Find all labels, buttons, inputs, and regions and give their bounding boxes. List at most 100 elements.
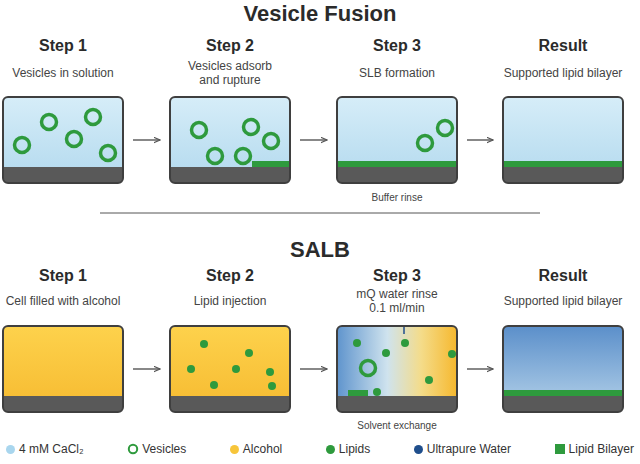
- legend: 4 mM CaCl₂ Vesicles Alcohol Lipids Ultrapure…: [0, 441, 640, 457]
- panel-art: [3, 326, 123, 412]
- substrate: [3, 167, 123, 183]
- vesicles: [192, 120, 279, 164]
- legend-text: Lipid Bilayer: [569, 441, 634, 457]
- substrate: [337, 167, 457, 183]
- lipids: [187, 340, 276, 390]
- step-arrow: [467, 139, 493, 140]
- step-heading: Step 2: [150, 266, 310, 286]
- substrate: [3, 396, 123, 412]
- inflow-mark: [403, 327, 405, 334]
- buffer-fill: [503, 97, 623, 183]
- vesicles: [418, 121, 453, 151]
- panel-border: [170, 326, 290, 412]
- diagram-title: Vesicle Fusion: [0, 2, 640, 26]
- panel-art: [3, 97, 123, 183]
- panel-border: [337, 326, 457, 412]
- panel-art: [337, 97, 457, 183]
- separator-line: [100, 213, 540, 214]
- vesicle: [361, 361, 376, 376]
- legend-text: 4 mM CaCl₂: [19, 441, 84, 457]
- step-arrow: [300, 139, 327, 140]
- legend-swatch: [6, 445, 15, 454]
- vesicles: [15, 110, 116, 161]
- step-heading: Result: [483, 266, 640, 286]
- substrate: [337, 396, 457, 412]
- step-panel: ResultSupported lipid bilayer: [503, 36, 623, 183]
- panel-art: [170, 97, 290, 183]
- legend-item: Lipid Bilayer: [555, 441, 634, 457]
- legend-swatch: [230, 445, 239, 454]
- legend-swatch: [326, 445, 335, 454]
- alcohol-fill: [3, 326, 123, 412]
- substrate: [503, 396, 623, 412]
- step-description: mQ water rinse 0.1 ml/min: [350, 287, 445, 315]
- legend-swatch: [555, 444, 565, 454]
- panel-border: [503, 97, 623, 183]
- alcohol-fill: [170, 326, 290, 412]
- step-note: Buffer rinse: [372, 192, 423, 204]
- lipid-bilayer: [504, 390, 622, 396]
- lipid-bilayer: [504, 161, 622, 167]
- step-panel: Step 1Cell filled with alcohol: [3, 266, 123, 412]
- step-panel: Step 1Vesicles in solution: [3, 36, 123, 183]
- step-panel: Step 3SLB formation: [337, 36, 457, 183]
- substrate: [503, 167, 623, 183]
- buffer-fill: [3, 97, 123, 183]
- step-heading: Result: [483, 36, 640, 56]
- legend-item: Vesicles: [127, 441, 186, 457]
- step-description: Supported lipid bilayer: [488, 294, 638, 308]
- panel-border: [170, 97, 290, 183]
- panel-art: [170, 326, 290, 412]
- section-title: SALB: [290, 238, 350, 262]
- step-description: Vesicles adsorb and rupture: [180, 59, 280, 87]
- solvent-mix-fill: [337, 326, 457, 412]
- bilayer-patch: [348, 390, 368, 396]
- panel-art: [337, 326, 457, 412]
- step-panel: Step 3mQ water rinse 0.1 ml/min: [337, 266, 457, 412]
- substrate: [170, 167, 290, 183]
- step-heading: Step 1: [0, 36, 143, 56]
- legend-text: Alcohol: [243, 441, 282, 457]
- vesicle-ring: [129, 445, 137, 453]
- buffer-fill: [170, 97, 290, 183]
- step-description: Cell filled with alcohol: [0, 294, 138, 308]
- panel-border: [503, 326, 623, 412]
- step-arrow: [300, 368, 327, 369]
- step-arrow: [133, 368, 160, 369]
- legend-swatch: [127, 443, 139, 455]
- buffer-fill: [337, 97, 457, 183]
- panel-border: [3, 97, 123, 183]
- step-description: SLB formation: [322, 66, 472, 80]
- legend-item: Ultrapure Water: [414, 441, 511, 457]
- panel-border: [337, 97, 457, 183]
- step-panel: ResultSupported lipid bilayer: [503, 266, 623, 412]
- panel-art: [503, 326, 623, 412]
- legend-text: Lipids: [339, 441, 370, 457]
- legend-text: Vesicles: [142, 441, 186, 457]
- water-fill: [503, 326, 623, 412]
- lipid-bilayer: [338, 161, 456, 167]
- legend-item: 4 mM CaCl₂: [6, 441, 84, 457]
- panel-border: [3, 326, 123, 412]
- legend-swatch: [414, 445, 423, 454]
- step-panel: Step 2Lipid injection: [170, 266, 290, 412]
- legend-text: Ultrapure Water: [427, 441, 511, 457]
- step-note: Solvent exchange: [357, 420, 437, 432]
- step-heading: Step 1: [0, 266, 143, 286]
- legend-item: Lipids: [326, 441, 370, 457]
- substrate: [170, 396, 290, 412]
- legend-item: Alcohol: [230, 441, 282, 457]
- step-arrow: [467, 368, 493, 369]
- lipids: [353, 339, 456, 396]
- step-description: Lipid injection: [155, 294, 305, 308]
- step-description: Supported lipid bilayer: [488, 66, 638, 80]
- step-heading: Step 3: [317, 36, 477, 56]
- step-arrow: [133, 139, 160, 140]
- panel-art: [503, 97, 623, 183]
- bilayer-patch: [252, 161, 289, 167]
- step-heading: Step 2: [150, 36, 310, 56]
- step-panel: Step 2Vesicles adsorb and rupture: [170, 36, 290, 183]
- step-heading: Step 3: [317, 266, 477, 286]
- step-description: Vesicles in solution: [0, 66, 138, 80]
